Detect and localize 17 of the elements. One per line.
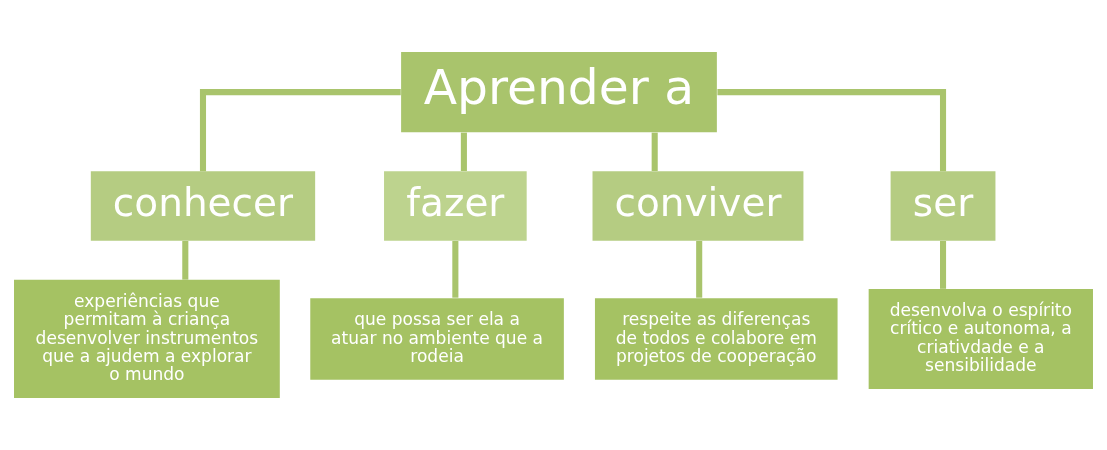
connector	[651, 132, 658, 171]
connector	[452, 241, 459, 298]
connector	[717, 89, 947, 172]
node-box: conhecer	[90, 171, 316, 241]
node-box: desenvolva o espírito crítico e autonoma, a criativdade e a sensibilidade	[868, 289, 1093, 389]
connector	[199, 89, 401, 172]
connector	[460, 132, 467, 171]
node-box: fazer	[384, 171, 527, 241]
connector	[182, 241, 189, 280]
node-box: respeite as diferenças de todos e colabore em projetos de cooperação	[594, 298, 838, 380]
node-box: experiências que permitam à criança desenvolver instrumentos que a ajudem a explorar o mundo	[14, 279, 280, 399]
node-box: conviver	[592, 171, 804, 241]
node-box: Aprender a	[401, 51, 717, 133]
node-box: que possa ser ela a atuar no ambiente que a rodeia	[310, 298, 564, 380]
connector	[696, 241, 703, 298]
node-box: ser	[890, 171, 996, 241]
connector	[940, 241, 947, 289]
